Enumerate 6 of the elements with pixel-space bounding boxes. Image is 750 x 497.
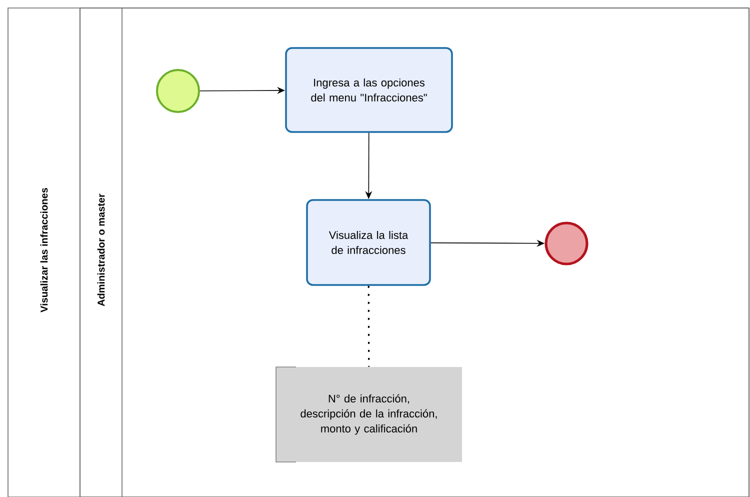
task-box: Visualiza la lista de infracciones bbox=[306, 199, 431, 286]
dotted-connector bbox=[368, 286, 370, 367]
task-box: Ingresa a las opciones del menu "Infracciones" bbox=[285, 47, 453, 133]
start-event-circle bbox=[156, 69, 200, 113]
annotation-box: N° de infracción, descripción de la infracción, monto y calificación bbox=[276, 366, 462, 462]
end-event-circle bbox=[544, 222, 588, 266]
